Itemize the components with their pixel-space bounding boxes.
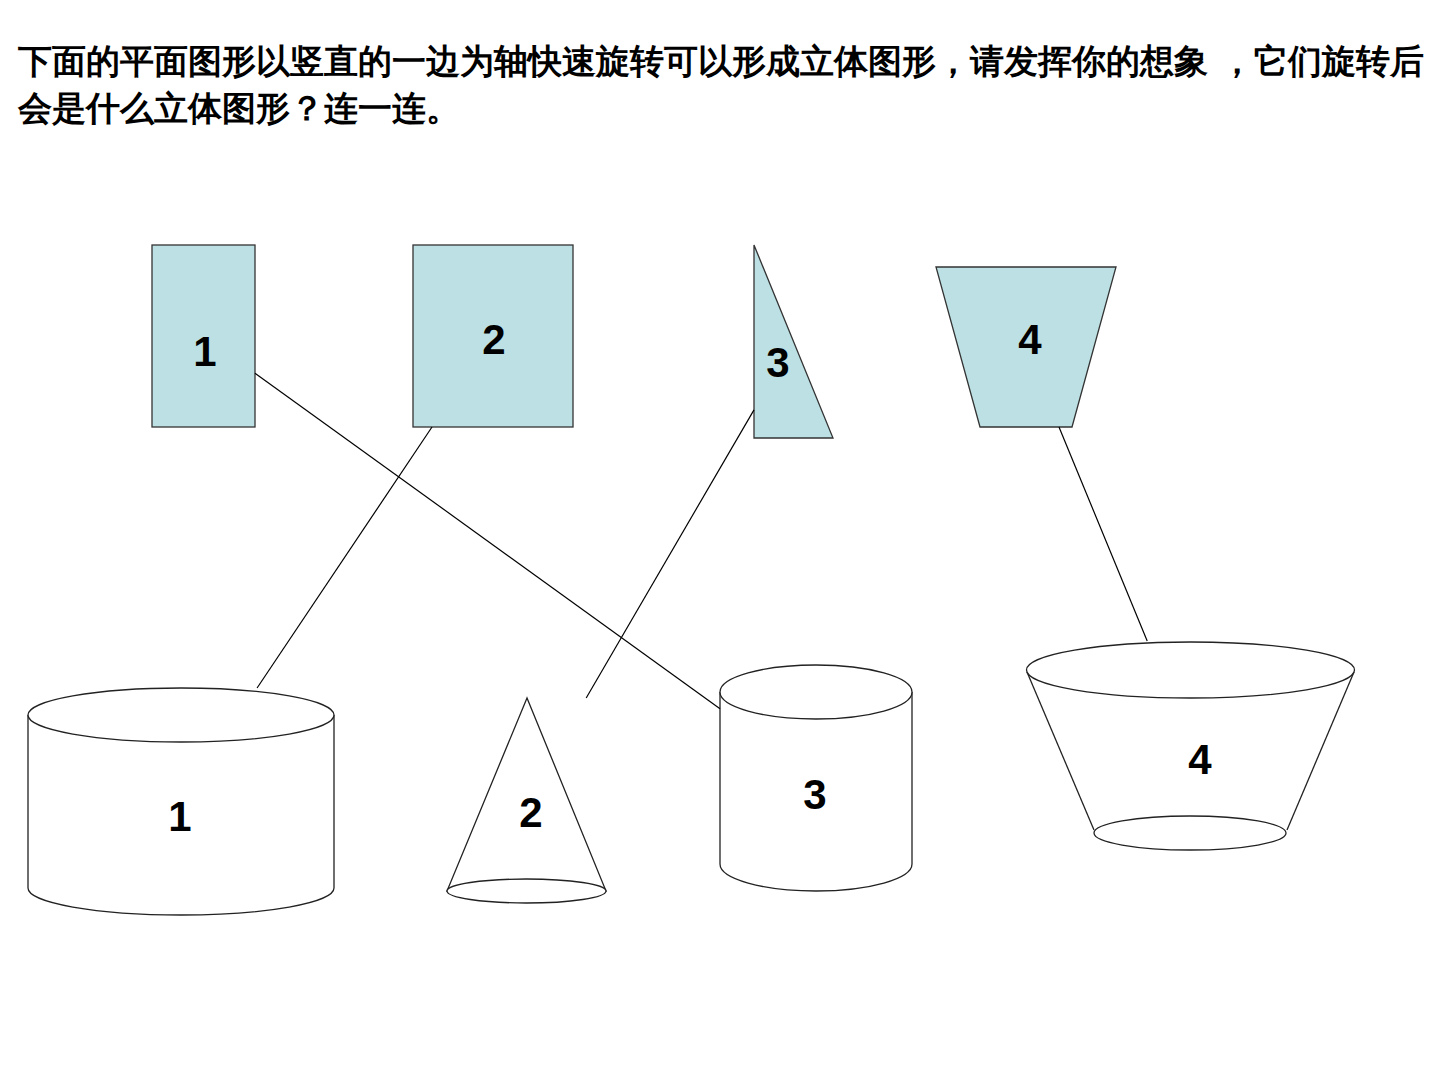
shape-outline xyxy=(754,245,833,439)
shape-part xyxy=(1287,672,1354,830)
solid-cone: 2 xyxy=(447,698,606,903)
shape-part xyxy=(1027,642,1355,698)
callout-number: 3 xyxy=(803,774,826,816)
callout-number: 4 xyxy=(1188,739,1211,781)
solid-cylinder: 1 xyxy=(28,688,334,915)
connector-line xyxy=(586,410,754,698)
callout-number: 1 xyxy=(193,331,216,373)
solid-cylinder: 3 xyxy=(720,665,912,891)
plane-trapezoid: 4 xyxy=(936,267,1116,427)
plane-rectangle: 1 xyxy=(152,245,255,427)
connector-line xyxy=(255,373,720,709)
callout-number: 1 xyxy=(168,796,191,838)
shape-part xyxy=(447,879,606,903)
callout-number: 3 xyxy=(766,342,789,384)
shape-part xyxy=(413,245,573,427)
plane-triangle: 3 xyxy=(754,245,833,439)
callout-number: 4 xyxy=(1018,319,1041,361)
shape-part xyxy=(447,698,606,891)
shape-part xyxy=(1027,672,1094,830)
shape-part xyxy=(720,692,912,891)
plane-rectangle: 2 xyxy=(413,245,573,427)
callout-number: 2 xyxy=(519,792,542,834)
shape-part xyxy=(754,245,833,438)
title-text: 下面的平面图形以竖直的一边为轴快速旋转可以形成立体图形，请发挥你的想象 ，它们旋… xyxy=(18,38,1433,132)
shape-part xyxy=(28,688,334,742)
shape-part xyxy=(152,245,255,427)
connector-line xyxy=(1059,427,1147,641)
solid-frustum: 4 xyxy=(1026,641,1355,851)
shape-part xyxy=(28,715,334,915)
shape-part xyxy=(1094,816,1286,850)
shape-part xyxy=(936,267,1116,427)
shape-part xyxy=(720,665,912,719)
callout-number: 2 xyxy=(482,319,505,361)
connector-line xyxy=(257,427,432,688)
